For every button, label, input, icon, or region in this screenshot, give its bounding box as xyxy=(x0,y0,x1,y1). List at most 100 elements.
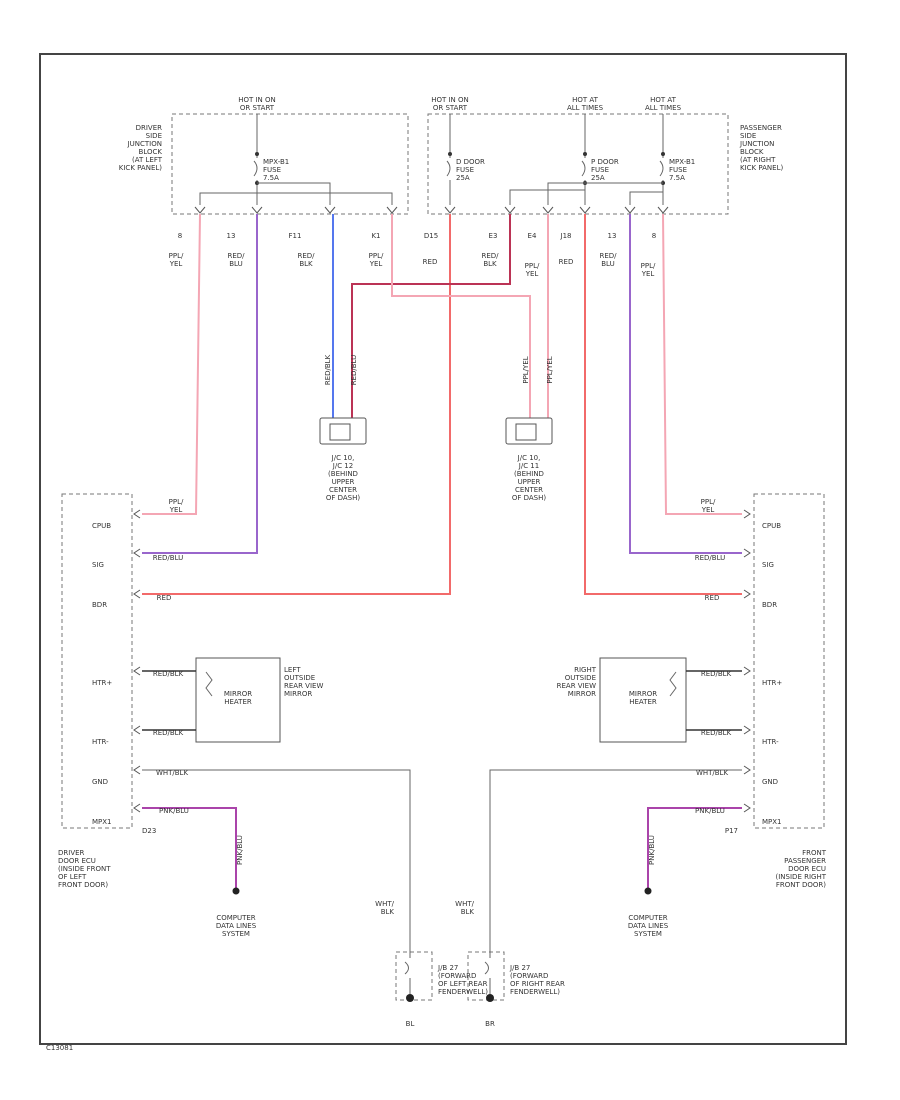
fuse-mpx-right-symbol xyxy=(659,150,664,205)
pin-label: 13 xyxy=(227,232,236,240)
junction-dot xyxy=(255,152,259,156)
ecu-left-terminal-label: HTR- xyxy=(92,738,109,746)
ground-wire-left-label: WHT/ xyxy=(375,900,394,908)
ecu-right-terminal-label: BDR xyxy=(762,601,777,609)
jb-right-ground-box xyxy=(467,951,505,1001)
left-mirror-label: REAR VIEW xyxy=(284,682,323,690)
pin-label: F11 xyxy=(289,232,302,240)
ecu-wire-label: RED/BLK xyxy=(701,729,732,737)
wire-color-label: PPL/ xyxy=(525,262,540,270)
ecu-right-terminal-label: MPX1 xyxy=(762,818,782,826)
jc-left-connector-inner xyxy=(329,423,351,441)
wire-tag-vertical: PPL/YEL xyxy=(522,356,530,383)
left-mirror-label: LEFT xyxy=(284,666,301,674)
wire-color-label: BLU xyxy=(601,260,614,268)
jc-right-label: J/C 10, xyxy=(517,454,541,462)
diagram-frame xyxy=(39,53,847,1045)
fuse-d-door-label: 25A xyxy=(456,174,470,182)
driver-junction-block-label: BLOCK xyxy=(139,148,163,156)
hot-run-label-1: OR START xyxy=(240,104,275,112)
hot-all-times-label-2: ALL TIMES xyxy=(645,104,682,112)
passenger-junction-block-label: BLOCK xyxy=(740,148,764,156)
hot-run-label-1: HOT IN ON xyxy=(238,96,276,104)
right-mirror-label: RIGHT xyxy=(574,666,597,674)
jc-left-label: UPPER xyxy=(332,478,355,486)
wire-color-label: YEL xyxy=(369,260,383,268)
wire-mpx-right xyxy=(647,807,742,888)
jb-right-label: OF RIGHT REAR xyxy=(510,980,565,988)
jb-left-label: FENDERWELL) xyxy=(438,988,488,996)
fuse-p-door-label: 25A xyxy=(591,174,605,182)
fuse-p-door-label: P DOOR xyxy=(591,158,619,166)
wire-color-label: BLK xyxy=(483,260,497,268)
internal-bus xyxy=(257,182,331,205)
wire-color-label: PPL/ xyxy=(169,252,184,260)
fuse-mpx-right-label: FUSE xyxy=(669,166,687,174)
fuse-mpx-right-label: MPX-B1 xyxy=(669,158,695,166)
jb-right-label: FENDERWELL) xyxy=(510,988,560,996)
ground-left-icon xyxy=(406,994,414,1002)
left-mirror-heater-label: HEATER xyxy=(224,698,252,706)
wire-tag-vertical: RED/BLU xyxy=(350,355,358,386)
fuse-mpx-left-label: MPX-B1 xyxy=(263,158,289,166)
wire-color-label: BLU xyxy=(229,260,242,268)
ecu-right-terminal-label: HTR- xyxy=(762,738,779,746)
jc-right-label: CENTER xyxy=(515,486,543,494)
jc-right-label: (BEHIND xyxy=(514,470,544,478)
wire-color-label: PPL/ xyxy=(641,262,656,270)
junction-dot xyxy=(583,152,587,156)
passenger-junction-block-label: KICK PANEL) xyxy=(740,164,783,172)
wire-color-label: RED/ xyxy=(599,252,617,260)
wire-gnd-right xyxy=(489,769,742,948)
pin-label: E3 xyxy=(489,232,498,240)
ecu-wire-label: PNK/BLU xyxy=(236,835,244,865)
hot-all-times-label-1: ALL TIMES xyxy=(567,104,604,112)
jc-left-label: OF DASH) xyxy=(326,494,361,502)
jc-left-label: CENTER xyxy=(329,486,357,494)
passenger-door-ecu-label: (INSIDE RIGHT xyxy=(776,873,827,881)
wire-ppl-yel-right xyxy=(662,213,742,515)
wire-red-blu-right xyxy=(629,214,742,554)
hot-run-label-2: HOT IN ON xyxy=(431,96,469,104)
ground-right-icon xyxy=(486,994,494,1002)
hot-all-times-label-2: HOT AT xyxy=(650,96,677,104)
wire-red-blu-left xyxy=(142,214,258,554)
wire-tag-vertical: RED/BLK xyxy=(324,354,332,385)
wire-gnd-left xyxy=(142,769,411,948)
driver-door-ecu-label: OF LEFT xyxy=(58,873,87,881)
ecu-wire-label: PPL/ xyxy=(701,498,716,506)
computer-data-lines-left-label: COMPUTER xyxy=(216,914,255,922)
fuse-d-door-label: FUSE xyxy=(456,166,474,174)
jb-left-label: (FORWARD xyxy=(438,972,476,980)
internal-bus xyxy=(509,189,585,205)
ecu-left-terminal-label: CPUB xyxy=(92,522,111,530)
ecu-right-connector-id: P17 xyxy=(725,827,738,835)
jc-left-label: (BEHIND xyxy=(328,470,358,478)
passenger-door-ecu-label: FRONT DOOR) xyxy=(776,881,826,889)
ground-wire-right-label: BLK xyxy=(461,908,475,916)
ecu-right-terminal-arrows xyxy=(743,509,751,813)
ecu-wire-label: RED xyxy=(157,594,172,602)
ground-right-label: BR xyxy=(485,1020,495,1028)
wire-tag-vertical: PPL/YEL xyxy=(546,356,554,383)
left-mirror-heater-label: MIRROR xyxy=(224,690,252,698)
driver-door-ecu-label: DOOR ECU xyxy=(58,857,96,865)
right-mirror-label: MIRROR xyxy=(568,690,596,698)
jb-right-link xyxy=(484,948,491,996)
computer-data-lines-left-label: SYSTEM xyxy=(222,930,250,938)
jb-left-label: J/B 27 xyxy=(437,964,458,972)
ecu-wire-label: RED xyxy=(705,594,720,602)
computer-data-lines-right-label: COMPUTER xyxy=(628,914,667,922)
jb-left-ground-box xyxy=(395,951,433,1001)
computer-data-lines-right-label: SYSTEM xyxy=(634,930,662,938)
wire-color-label: RED xyxy=(559,258,574,266)
ecu-wire-label: PNK/BLU xyxy=(648,835,656,865)
jb-right-label: J/B 27 xyxy=(509,964,530,972)
wire-color-label: YEL xyxy=(641,270,655,278)
jc-right-label: UPPER xyxy=(518,478,541,486)
jc-left-connector xyxy=(319,417,367,445)
computer-right-terminal xyxy=(644,887,652,895)
jc-right-connector-inner xyxy=(515,423,537,441)
hot-run-label-2: OR START xyxy=(433,104,468,112)
pin-label: 8 xyxy=(178,232,182,240)
